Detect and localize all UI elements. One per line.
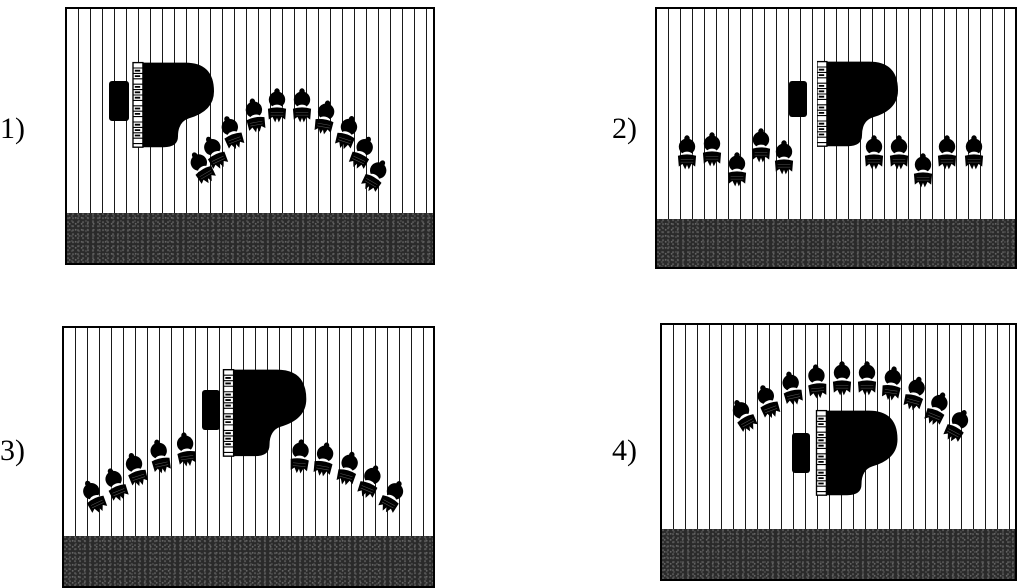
singer xyxy=(101,465,131,503)
singer xyxy=(376,477,408,516)
singer xyxy=(941,406,973,445)
piano xyxy=(817,411,898,496)
scene-4 xyxy=(662,325,1017,581)
singer xyxy=(335,450,361,488)
singer xyxy=(243,97,267,134)
singer xyxy=(858,361,876,395)
singer xyxy=(914,153,932,187)
option-label-3: 3) xyxy=(0,436,25,466)
singer xyxy=(806,364,827,400)
singer xyxy=(865,135,883,169)
option-panel-1[interactable] xyxy=(65,7,435,265)
singer xyxy=(678,135,696,169)
singer xyxy=(752,128,770,162)
singer xyxy=(890,135,908,169)
option-label-1: 1) xyxy=(0,114,25,144)
piano-bench xyxy=(202,390,220,430)
singer xyxy=(313,99,337,136)
scene-1 xyxy=(67,9,435,265)
singer xyxy=(217,113,246,151)
singer xyxy=(293,88,311,122)
singer xyxy=(290,439,311,475)
singer xyxy=(147,438,172,475)
singer xyxy=(312,441,336,478)
singer xyxy=(881,365,904,401)
option-label-2: 2) xyxy=(612,114,637,144)
singer xyxy=(779,370,804,407)
piano-bench xyxy=(792,433,810,473)
scene-3 xyxy=(64,328,435,588)
piano xyxy=(133,63,214,148)
option-panel-2[interactable] xyxy=(655,7,1017,269)
piano xyxy=(224,370,307,456)
singer xyxy=(902,375,928,413)
singer xyxy=(268,88,286,122)
singer xyxy=(922,389,952,427)
option-label-4: 4) xyxy=(612,436,637,466)
piano-bench xyxy=(789,81,807,117)
singer xyxy=(355,462,385,500)
piano-bench xyxy=(109,81,129,121)
option-panel-4[interactable] xyxy=(660,323,1017,581)
singer xyxy=(965,135,983,169)
singer xyxy=(753,382,782,420)
scene-2 xyxy=(657,9,1017,269)
singer xyxy=(728,152,746,186)
singer xyxy=(728,396,760,435)
singer xyxy=(833,361,851,395)
singer xyxy=(122,450,150,488)
singer xyxy=(175,431,198,467)
piano xyxy=(817,62,898,147)
option-panel-3[interactable] xyxy=(62,326,435,588)
singer xyxy=(938,135,956,169)
singer xyxy=(703,132,721,166)
singer xyxy=(78,477,109,516)
singer xyxy=(775,140,793,174)
